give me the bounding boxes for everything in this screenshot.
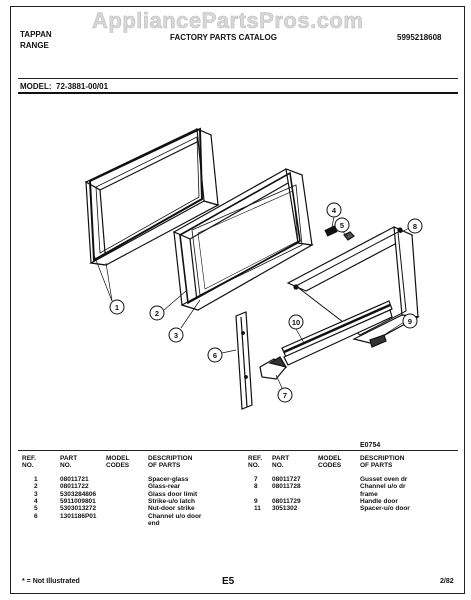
table-row: end	[148, 520, 160, 528]
glass-rear-drawing	[172, 168, 314, 311]
callout-7: 7	[277, 387, 293, 403]
svg-text:5: 5	[340, 221, 344, 230]
table-row: frame	[360, 490, 378, 498]
glass-door-limit-drawing	[191, 184, 303, 296]
svg-text:8: 8	[413, 222, 417, 231]
svg-text:10: 10	[292, 318, 300, 327]
leader-lines	[93, 216, 410, 389]
model-number: 72-3881-00/01	[56, 82, 109, 91]
callout-10: 10	[288, 314, 304, 330]
model-label: MODEL:	[20, 82, 52, 91]
drawing-code: E0754	[360, 442, 381, 449]
page-number: E5	[222, 576, 235, 587]
header-rule	[18, 78, 458, 79]
svg-text:4: 4	[332, 206, 337, 215]
nut-drawing	[343, 231, 355, 241]
model-rule	[18, 92, 458, 94]
gusset-drawing	[259, 356, 288, 380]
svg-text:6: 6	[213, 351, 217, 360]
callout-3: 3	[168, 327, 184, 343]
callout-2: 2	[149, 305, 165, 321]
callout-8: 8	[407, 218, 423, 234]
watermark: AppliancePartsPros.com	[92, 8, 364, 34]
spacer-glass-drawing	[84, 127, 220, 266]
svg-text:3: 3	[174, 331, 178, 340]
callout-1: 1	[109, 299, 125, 315]
revision-date: 2/82	[440, 578, 454, 585]
strike-drawing	[324, 225, 338, 237]
callout-4: 4	[326, 202, 342, 218]
callout-6: 6	[207, 347, 223, 363]
svg-text:1: 1	[115, 303, 119, 312]
page-frame	[10, 6, 465, 594]
channel-door-end-drawing	[235, 311, 253, 410]
exploded-parts-diagram: 1 2 3 4 5 6 7 8 9 10	[84, 127, 423, 410]
handle-channel-drawing	[281, 300, 393, 366]
svg-text:7: 7	[283, 391, 287, 400]
not-illustrated-note: * = Not Illustrated	[22, 578, 80, 585]
svg-text:2: 2	[155, 309, 159, 318]
col-ref-header: REF.NO.	[22, 455, 37, 470]
svg-text:9: 9	[408, 317, 412, 326]
catalog-title: FACTORY PARTS CATALOG	[170, 33, 277, 42]
callout-5: 5	[334, 217, 350, 233]
brand-line-1: TAPPAN	[20, 30, 52, 39]
catalog-number: 5995218608	[397, 33, 442, 42]
table-top-rule	[18, 450, 458, 451]
handle-drawing	[369, 334, 387, 348]
callout-9: 9	[402, 313, 418, 329]
col-ref-header: REF.NO.	[248, 455, 263, 470]
brand-line-2: RANGE	[20, 41, 49, 50]
